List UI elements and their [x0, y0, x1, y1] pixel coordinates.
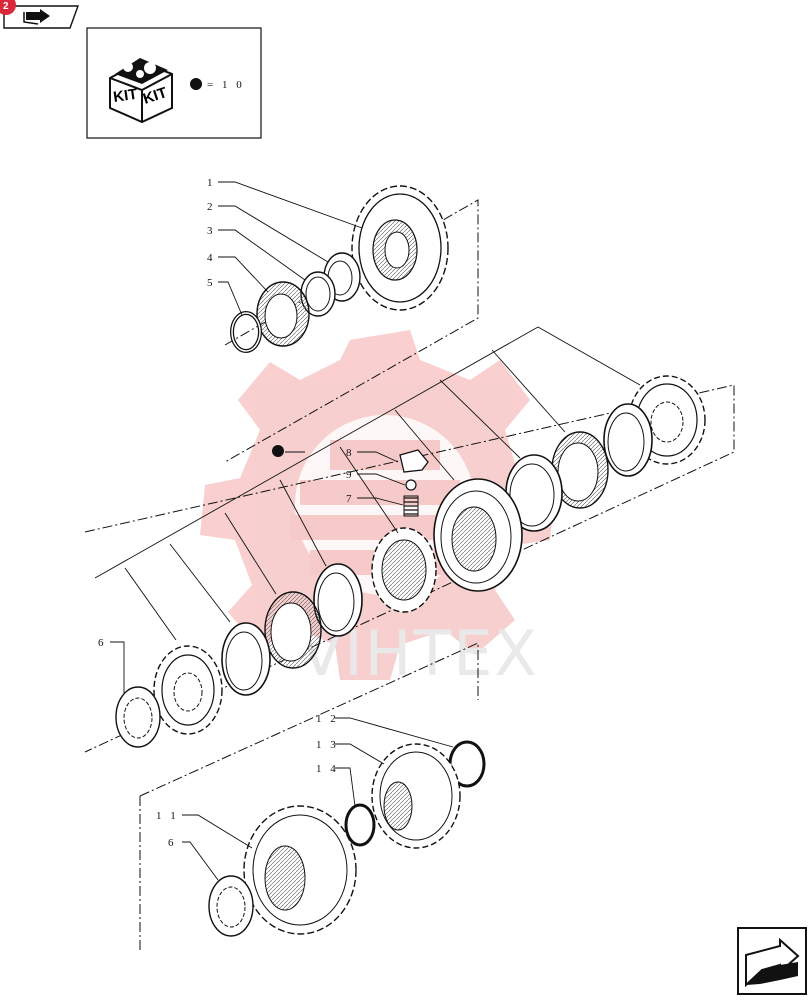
gear-lower-left[interactable] [153, 645, 223, 735]
callout-7: 7 [346, 493, 355, 505]
open-book-arrow-icon [23, 9, 50, 25]
snap-ring-14[interactable] [344, 803, 376, 847]
bearing-4[interactable] [256, 281, 310, 347]
kit-box-icon: KIT KIT [109, 58, 173, 124]
gear-1[interactable] [351, 185, 449, 311]
splined-washer-6a[interactable] [115, 686, 161, 748]
gear-11[interactable] [243, 805, 357, 935]
callout-1: 1 [207, 177, 216, 189]
synchro-ring-lower-a[interactable] [313, 563, 363, 637]
callout-6a: 6 [98, 637, 107, 649]
next-page-button[interactable] [737, 927, 807, 995]
part-callouts: 1 2 3 4 5 8 9 7 6 1 2 1 3 1 4 1 1 6 [98, 177, 355, 849]
callout-4: 4 [207, 252, 216, 264]
kit-bullet-icon [190, 78, 202, 90]
cone-ring-lower[interactable] [221, 622, 271, 696]
page-badge: 2 [0, 0, 16, 15]
callout-6b: 6 [168, 837, 177, 849]
next-page-arrow-icon [745, 937, 800, 988]
kit-note: = 1 0 [207, 79, 245, 91]
callout-8: 8 [346, 447, 355, 459]
leader-lines [94, 181, 641, 881]
callout-5: 5 [207, 277, 216, 289]
svg-text:2: 2 [3, 1, 9, 12]
kit-bullet-marker [272, 445, 284, 457]
gear-13[interactable] [371, 743, 461, 849]
detent-block-8[interactable] [399, 449, 429, 473]
ball-9[interactable] [405, 479, 417, 491]
splined-washer-6b[interactable] [208, 875, 254, 937]
callout-13: 1 3 [316, 739, 339, 751]
synchro-hub[interactable] [371, 527, 437, 613]
kit-legend-box: KIT KIT = 1 0 [86, 27, 262, 139]
callout-3: 3 [207, 225, 216, 237]
callout-2: 2 [207, 201, 216, 213]
callout-9: 9 [346, 469, 355, 481]
callout-14: 1 4 [316, 763, 339, 775]
ring-3[interactable] [300, 271, 336, 317]
header-tab[interactable] [3, 5, 79, 29]
sliding-sleeve[interactable] [433, 478, 523, 592]
kit-label-left: KIT [112, 86, 138, 106]
kit-label-right: KIT [141, 84, 169, 108]
spring-7[interactable] [403, 495, 419, 517]
synchro-ring-upper-a[interactable] [603, 403, 653, 477]
synchro-ring-lower-b[interactable] [264, 591, 322, 669]
snap-ring-5[interactable] [230, 311, 262, 353]
callout-12: 1 2 [316, 713, 339, 725]
synchro-ring-upper-b[interactable] [551, 431, 609, 509]
callout-11: 1 1 [156, 810, 179, 822]
